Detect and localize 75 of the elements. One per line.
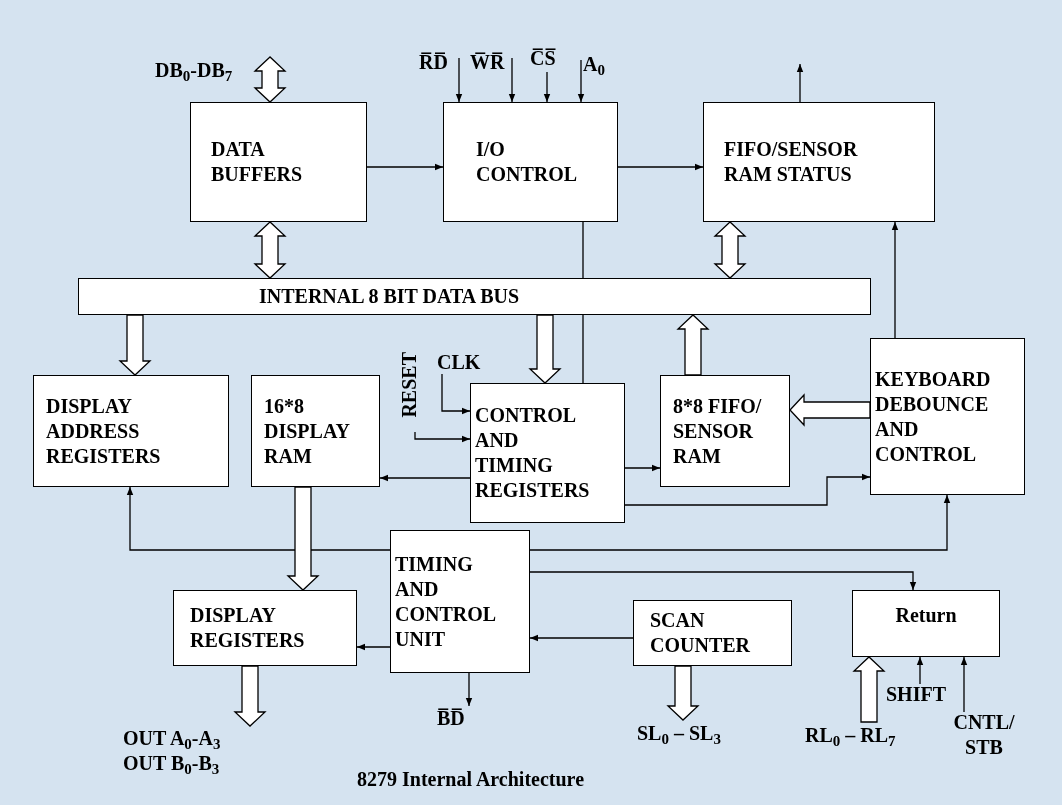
block-box — [633, 600, 792, 666]
block-box — [190, 102, 367, 222]
connector-line — [582, 314, 584, 384]
output-label: OUT A$_{0}$-A$_{3}$ — [123, 726, 222, 751]
arrow — [366, 163, 444, 171]
block-label: SCAN COUNTER — [650, 608, 750, 658]
block-box — [251, 375, 380, 487]
block-box — [390, 530, 530, 673]
block-box — [852, 590, 1000, 657]
arrow — [455, 57, 463, 103]
arrow — [796, 63, 804, 103]
signal-label: B̅D̅ — [437, 706, 465, 731]
arrow — [960, 656, 968, 713]
signal-label: DB$_{0}$-DB$_{7}$ — [155, 58, 233, 83]
data-bus-bar — [78, 278, 871, 315]
arrow — [543, 71, 551, 103]
arrow — [529, 634, 634, 642]
block-label: I/O CONTROL — [476, 137, 578, 187]
signal-label: A$_{0}$ — [583, 52, 605, 77]
block-label: TIMING AND CONTROL UNIT — [395, 551, 495, 652]
hollow-arrow — [666, 665, 700, 721]
arrow — [508, 57, 516, 103]
arrow — [414, 431, 471, 443]
arrow — [529, 571, 917, 591]
hollow-arrow — [253, 221, 287, 279]
block-label: 16*8 DISPLAY RAM — [264, 393, 350, 469]
signal-label: SL$_{0}$ – SL$_{3}$ — [637, 721, 721, 746]
block-label: FIFO/SENSOR RAM STATUS — [724, 137, 859, 187]
caption: 8279 Internal Architecture — [357, 767, 584, 792]
block-label: DATA BUFFERS — [211, 137, 303, 187]
hollow-arrow — [789, 393, 871, 427]
arrow — [577, 59, 585, 103]
arrow — [617, 163, 704, 171]
output-label: OUT B$_{0}$-B$_{3}$ — [123, 751, 221, 776]
arrow — [465, 672, 473, 707]
hollow-arrow — [528, 314, 562, 384]
hollow-arrow — [852, 656, 886, 723]
block-box — [870, 338, 1025, 495]
block-label: DISPLAY REGISTERS — [190, 603, 305, 653]
arrow — [624, 473, 871, 506]
arrow — [356, 643, 391, 651]
arrow — [529, 494, 951, 551]
block-label: DISPLAY ADDRESS REGISTERS — [46, 393, 161, 469]
hollow-arrow — [286, 486, 320, 591]
block-box — [703, 102, 935, 222]
hollow-arrow — [713, 221, 747, 279]
block-label: Return — [895, 603, 957, 628]
block-label: CONTROL AND TIMING REGISTERS — [475, 403, 590, 503]
signal-label: R̅D̅ — [419, 50, 448, 75]
signal-label: RL$_{0}$ – RL$_{7}$ — [805, 723, 896, 748]
arrow — [126, 486, 391, 551]
block-box — [443, 102, 618, 222]
block-box — [470, 383, 625, 523]
arrow — [624, 464, 661, 472]
block-label: KEYBOARD DEBOUNCE AND CONTROL — [875, 366, 991, 467]
arrow — [441, 373, 471, 415]
signal-label: C̅S̅ — [530, 46, 556, 71]
signal-label: W̅R̅ — [470, 50, 505, 75]
hollow-arrow — [233, 665, 267, 727]
signal-label: CNTL/ STB — [952, 710, 1016, 760]
arrow — [916, 656, 924, 685]
block-box — [33, 375, 229, 487]
hollow-arrow — [676, 314, 710, 376]
signal-label: CLK — [437, 350, 481, 375]
signal-label: SHIFT — [886, 682, 947, 707]
arrow — [379, 474, 471, 482]
block-box — [660, 375, 790, 487]
hollow-arrow — [253, 56, 287, 103]
connector-line — [582, 221, 584, 279]
block-box — [173, 590, 357, 666]
hollow-arrow — [118, 314, 152, 376]
block-label: INTERNAL 8 BIT DATA BUS — [259, 284, 521, 309]
arrow — [891, 221, 899, 339]
block-label: 8*8 FIFO/ SENSOR RAM — [673, 393, 763, 469]
signal-label: RESET — [397, 352, 421, 418]
